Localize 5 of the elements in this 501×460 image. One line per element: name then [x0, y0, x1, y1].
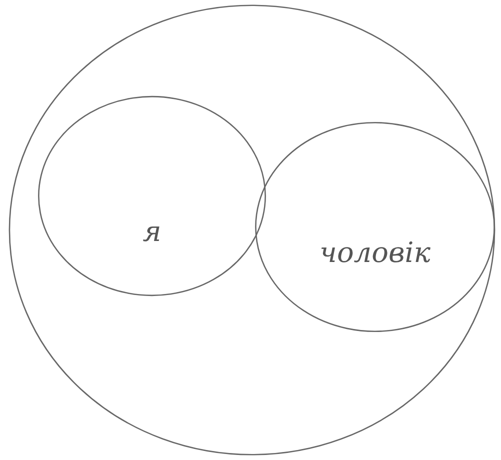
- circle: [8, 4, 496, 456]
- oval-label: я: [142, 214, 162, 248]
- oval: [38, 96, 266, 296]
- oval-label: чоловік: [320, 236, 430, 268]
- oval: [255, 122, 495, 332]
